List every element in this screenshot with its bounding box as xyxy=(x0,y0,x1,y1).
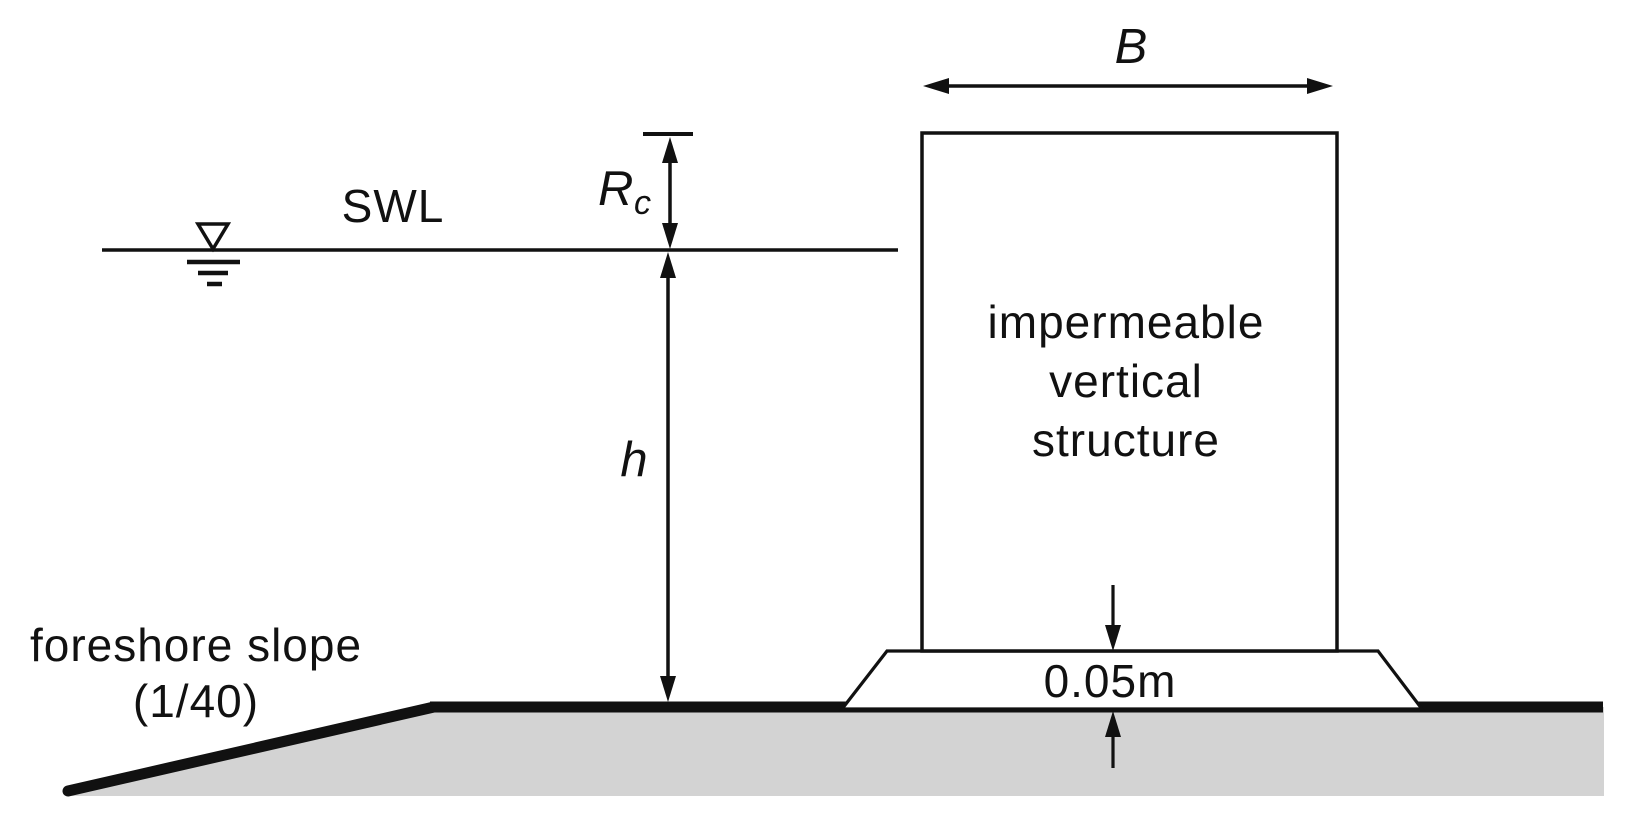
arrow-head-down-icon xyxy=(1105,625,1121,651)
foreshore-slope-label: foreshore slope (1/40) xyxy=(30,619,362,727)
crest-width-dimension: B xyxy=(923,20,1333,94)
vertical-structure: impermeable vertical structure xyxy=(920,131,1339,653)
structure-label-line1: impermeable xyxy=(988,296,1265,348)
water-depth-dimension: h xyxy=(620,252,676,702)
arrow-head-down-icon xyxy=(660,676,676,702)
seabed-fill xyxy=(67,707,1604,796)
swl-label: SWL xyxy=(342,180,445,232)
crest-width-label: B xyxy=(1115,20,1148,74)
foreshore-label-line1: foreshore slope xyxy=(30,619,362,671)
still-water-level: SWL xyxy=(102,180,898,287)
seabed xyxy=(62,701,1604,797)
freeboard-dimension: R c xyxy=(598,132,693,249)
structure-outline xyxy=(920,131,1339,653)
water-level-triangle xyxy=(194,222,232,253)
arrow-head-up-icon xyxy=(1105,711,1121,737)
arrow-head-down-icon xyxy=(662,223,678,249)
freeboard-label-subscript: c xyxy=(634,184,651,222)
water-level-icon xyxy=(187,222,240,287)
freeboard-label: R xyxy=(598,162,633,216)
arrow-head-left-icon xyxy=(923,78,949,94)
arrow-head-up-icon xyxy=(660,252,676,278)
foreshore-slope-line xyxy=(62,701,440,797)
foreshore-label-line2: (1/40) xyxy=(133,675,259,727)
foundation-thickness-dimension: 0.05m xyxy=(1044,585,1177,768)
foundation-trapezoid xyxy=(838,649,1426,711)
foundation-thickness-label: 0.05m xyxy=(1044,655,1177,707)
foundation-mound xyxy=(838,649,1426,711)
arrow-head-up-icon xyxy=(662,137,678,163)
structure-label-line2: vertical xyxy=(1049,355,1203,407)
structure-label-line3: structure xyxy=(1032,414,1220,466)
arrow-head-right-icon xyxy=(1307,78,1333,94)
water-depth-label: h xyxy=(620,433,647,487)
